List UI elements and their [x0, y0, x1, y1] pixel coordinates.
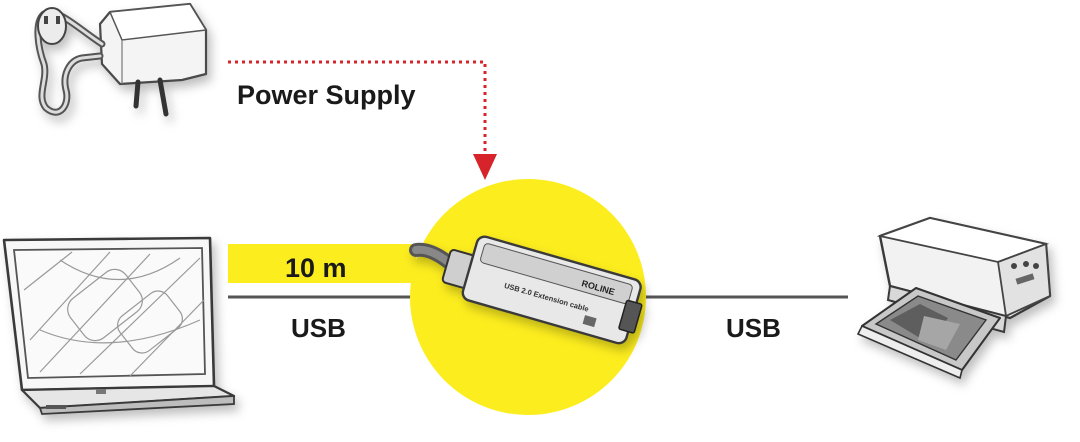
- printer-icon: [856, 216, 1052, 380]
- power-adapter-icon: [34, 2, 208, 117]
- usb-label-left: USB: [291, 313, 346, 343]
- power-line: [228, 60, 487, 158]
- usb-extender-icon: ROLINE USB 2.0 Extension cable: [409, 235, 643, 345]
- laptop-icon: [2, 236, 236, 415]
- power-supply-label: Power Supply: [237, 80, 416, 110]
- arrow-down-icon: [473, 154, 497, 180]
- length-bar: [228, 244, 416, 283]
- cable-length-label: 10 m: [285, 253, 347, 283]
- usb-label-right: USB: [726, 313, 781, 343]
